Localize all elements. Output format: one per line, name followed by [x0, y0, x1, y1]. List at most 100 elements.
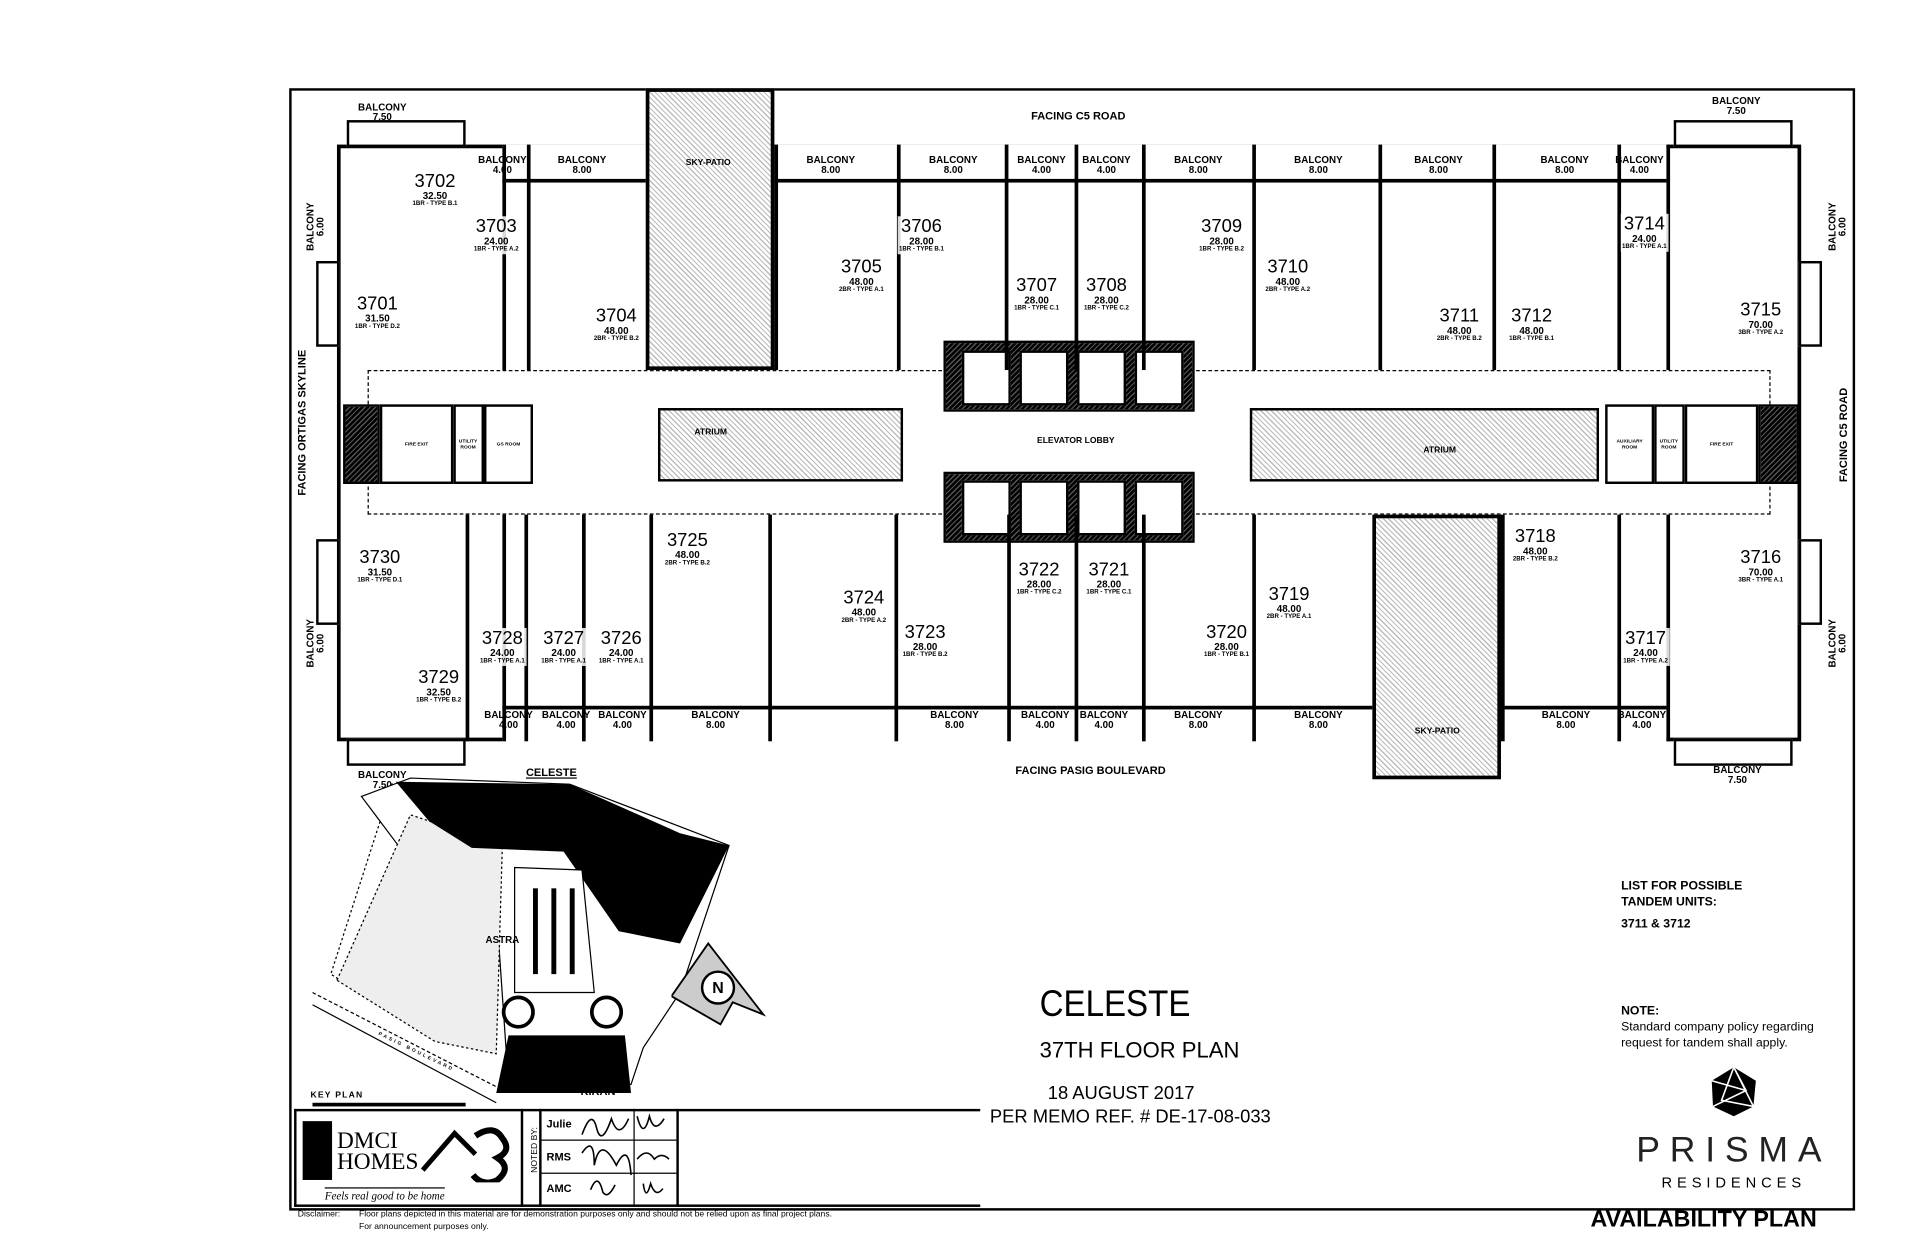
atrium-right: [1249, 408, 1600, 482]
unit-area: 32.50: [426, 686, 451, 698]
unit-type: 1BR - TYPE B.2: [416, 696, 462, 704]
elevator: [961, 480, 1011, 536]
plan-date: 18 AUGUST 2017: [1047, 1083, 1195, 1104]
unit-area: 48.00: [1519, 325, 1544, 337]
partition-wall: [1074, 144, 1079, 371]
balcony-size: 8.00: [1308, 719, 1328, 731]
balcony-title: BALCONY: [1294, 154, 1343, 166]
unit-type: 1BR - TYPE C.1: [1086, 588, 1132, 597]
prisma-subtitle: RESIDENCES: [1661, 1173, 1807, 1191]
sky-patio-bottom: [1372, 514, 1501, 780]
fire-exit-left: [379, 404, 454, 484]
stair-left: [343, 404, 380, 484]
unit-number: 3704: [595, 305, 637, 327]
tagline: Feels real good to be home: [324, 1187, 445, 1202]
balcony-title: BALCONY: [1541, 709, 1591, 721]
unit-number: 3709: [1201, 216, 1243, 238]
balcony-size: 7.50: [1727, 774, 1748, 786]
unit-area: 48.00: [851, 607, 877, 619]
unit-area: 48.00: [1275, 276, 1301, 288]
balcony-title: BALCONY: [358, 101, 407, 113]
auxiliary-room: [1605, 404, 1655, 484]
unit-number: 3717: [1625, 627, 1667, 649]
unit-type: 1BR - TYPE B.1: [898, 245, 944, 254]
unit-number: 3724: [843, 587, 885, 609]
balcony-size: 7.50: [1726, 105, 1746, 117]
gs-room-label: GS ROOM: [496, 440, 521, 447]
unit-number: 3727: [543, 627, 585, 649]
unit-type: 1BR - TYPE C.2: [1083, 304, 1129, 312]
unit-type: 1BR - TYPE D.2: [354, 322, 400, 331]
unit-number: 3711: [1439, 305, 1480, 327]
balcony-size: 4.00: [612, 719, 632, 731]
unit-type: 2BR - TYPE A.1: [1266, 613, 1312, 621]
utility-room-left: [453, 404, 484, 484]
tower-icon: [302, 1121, 333, 1180]
unit-type: 3BR - TYPE A.1: [1738, 576, 1784, 584]
balcony-size: 8.00: [943, 164, 963, 176]
unit-number: 3710: [1267, 256, 1309, 278]
bottom-facade-wall: [502, 705, 1667, 710]
unit-number: 3723: [904, 621, 946, 643]
approver-julie: Julie: [546, 1117, 572, 1130]
unit-number: 3720: [1206, 621, 1247, 643]
developer-name: DMCI HOMES: [336, 1128, 419, 1176]
elevator: [1077, 480, 1127, 536]
partition-wall: [1141, 144, 1146, 371]
unit-number: 3705: [840, 256, 882, 278]
balcony-title: BALCONY: [1414, 154, 1463, 166]
unit-number: 3722: [1018, 559, 1060, 581]
partition-wall: [649, 514, 654, 742]
balcony-corner-bl: [346, 738, 466, 766]
partition-wall: [1617, 514, 1622, 742]
partition-wall: [1378, 144, 1383, 371]
facing-right-label: FACING C5 ROAD: [1837, 387, 1850, 483]
tandem-list: LIST FOR POSSIBLE TANDEM UNITS: 3711 & 3…: [1621, 879, 1742, 933]
balcony-size: 4.00: [1629, 164, 1649, 176]
note-block: NOTE: Standard company policy regarding …: [1621, 1004, 1814, 1052]
sky-patio-label: SKY-PATIO: [685, 158, 731, 168]
gs-room: [483, 404, 534, 484]
unit-type: 2BR - TYPE A.2: [1265, 286, 1311, 294]
disclaimer-line: Floor plans depicted in this material ar…: [359, 1210, 832, 1220]
unit-type: 1BR - TYPE A.1: [1621, 243, 1667, 251]
balcony-size: 8.00: [1555, 164, 1575, 176]
balcony-title: BALCONY: [1712, 95, 1761, 107]
balcony-title: BALCONY: [1020, 709, 1070, 721]
